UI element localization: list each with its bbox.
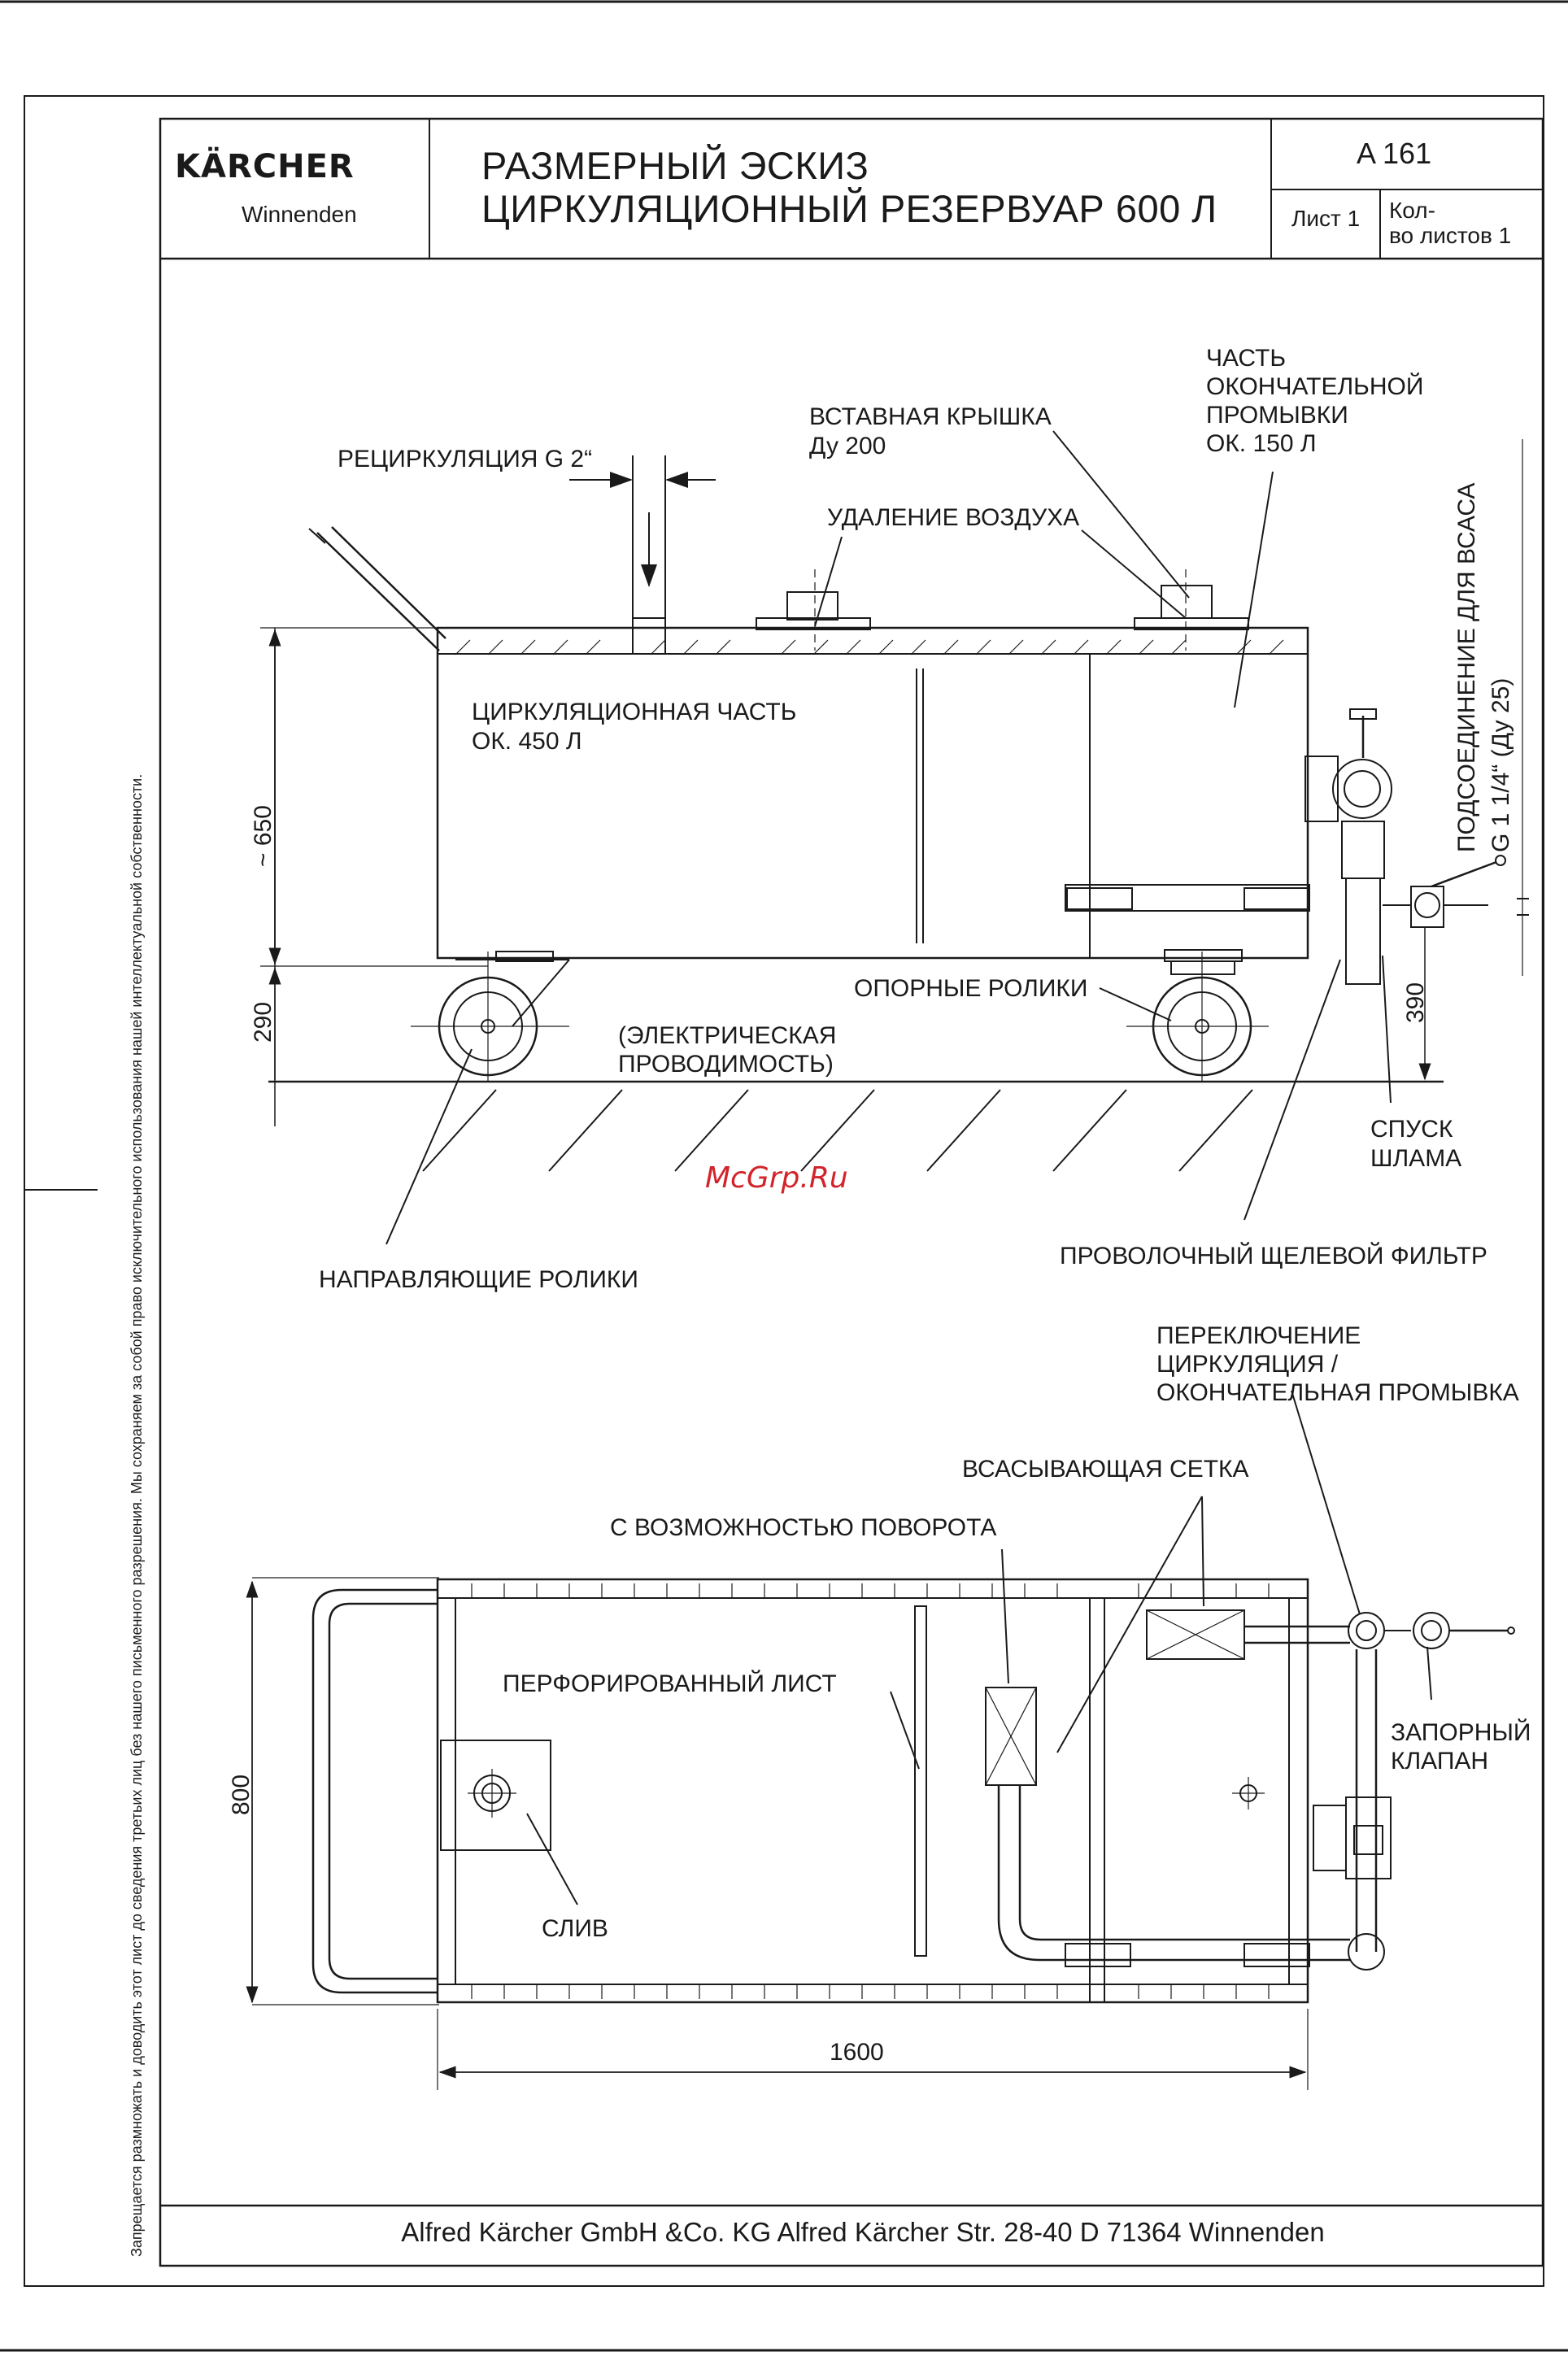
- legal-side-note: Запрещается размножать и доводить этот л…: [128, 773, 145, 2257]
- label-circulation-part-2: ОК. 450 Л: [472, 728, 582, 755]
- dimension-width: 800: [228, 1774, 255, 1815]
- doc-number: A 161: [1357, 137, 1432, 170]
- label-sludge-drain-2: ШЛАМА: [1370, 1145, 1462, 1172]
- label-suction-screen: ВСАСЫВАЮЩАЯ СЕТКА: [962, 1456, 1249, 1483]
- label-final-rinse-3: ПРОМЫВКИ: [1206, 402, 1348, 429]
- title-line-1: РАЗМЕРНЫЙ ЭСКИЗ: [481, 144, 869, 187]
- label-switch-1: ПЕРЕКЛЮЧЕНИЕ: [1156, 1322, 1361, 1349]
- title-line-2: ЦИРКУЛЯЦИОННЫЙ РЕЗЕРВУАР 600 Л: [481, 187, 1217, 230]
- label-shutoff-valve-1: ЗАПОРНЫЙ: [1391, 1719, 1531, 1746]
- label-guide-rollers: НАПРАВЛЯЮЩИЕ РОЛИКИ: [319, 1266, 638, 1293]
- label-circulation-part-1: ЦИРКУЛЯЦИОННАЯ ЧАСТЬ: [472, 699, 797, 725]
- brand-logo: KÄRCHER: [175, 148, 355, 185]
- label-insert-lid-1: ВСТАВНАЯ КРЫШКА: [809, 403, 1052, 430]
- label-switch-3: ОКОНЧАТЕЛЬНАЯ ПРОМЫВКА: [1156, 1379, 1519, 1406]
- label-drain: СЛИВ: [542, 1915, 608, 1942]
- sheets-total-line-2: во листов 1: [1389, 223, 1512, 248]
- label-final-rinse-1: ЧАСТЬ: [1206, 345, 1287, 372]
- label-shutoff-valve-2: КЛАПАН: [1391, 1748, 1489, 1775]
- brand-city: Winnenden: [242, 202, 357, 227]
- label-suction-connection-1: ПОДСОЕДИНЕНИЕ ДЛЯ ВСАСА: [1453, 482, 1480, 852]
- label-sludge-drain-1: СПУСК: [1370, 1116, 1453, 1143]
- label-rotatable: С ВОЗМОЖНОСТЬЮ ПОВОРОТА: [610, 1514, 997, 1541]
- sheets-total-line-1: Кол-: [1389, 198, 1435, 223]
- label-wire-filter: ПРОВОЛОЧНЫЙ ЩЕЛЕВОЙ ФИЛЬТР: [1060, 1243, 1487, 1269]
- label-support-rollers: ОПОРНЫЕ РОЛИКИ: [854, 975, 1088, 1002]
- label-conductivity-1: (ЭЛЕКТРИЧЕСКАЯ: [618, 1022, 837, 1049]
- dimension-length: 1600: [830, 2039, 884, 2066]
- label-switch-2: ЦИРКУЛЯЦИЯ /: [1156, 1351, 1339, 1378]
- label-conductivity-2: ПРОВОДИМОСТЬ): [618, 1051, 834, 1078]
- label-recirculation: РЕЦИРКУЛЯЦИЯ G 2“: [338, 446, 593, 473]
- label-final-rinse-2: ОКОНЧАТЕЛЬНОЙ: [1206, 373, 1424, 400]
- sheet-number: Лист 1: [1291, 206, 1361, 231]
- label-suction-connection-2: G 1 1/4“ (Ду 25): [1487, 677, 1514, 852]
- dimension-outlet: 390: [1402, 982, 1429, 1023]
- label-final-rinse-4: ОК. 150 Л: [1206, 430, 1317, 457]
- footer-address: Alfred Kärcher GmbH &Co. KG Alfred Kärch…: [401, 2217, 1325, 2247]
- dimension-height: ~ 650: [250, 805, 277, 867]
- label-insert-lid-2: Ду 200: [809, 433, 886, 459]
- dimension-wheel: 290: [250, 1001, 277, 1043]
- label-air-removal: УДАЛЕНИЕ ВОЗДУХА: [827, 504, 1080, 531]
- watermark: McGrp.Ru: [705, 1161, 848, 1195]
- label-perforated-sheet: ПЕРФОРИРОВАННЫЙ ЛИСТ: [503, 1670, 837, 1697]
